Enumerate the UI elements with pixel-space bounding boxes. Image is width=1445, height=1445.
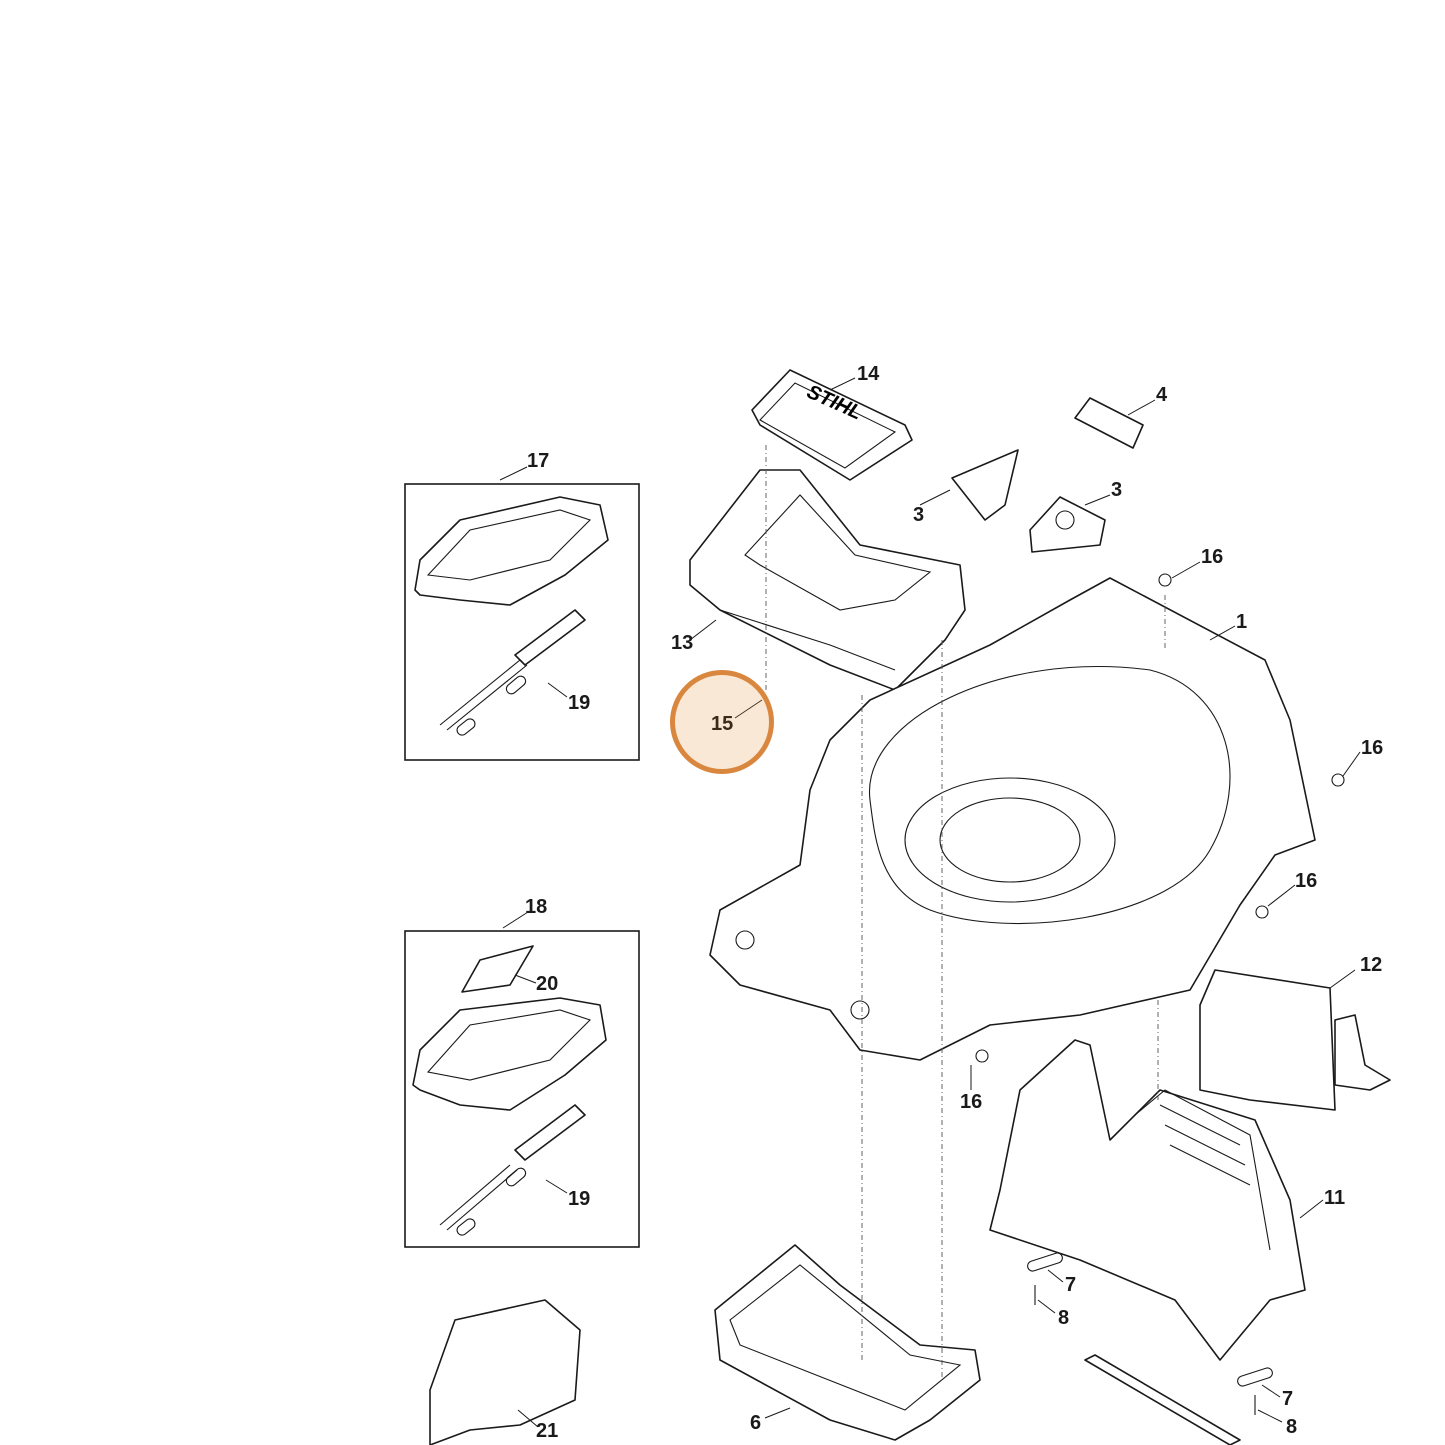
callout-16-right[interactable]: 16 bbox=[1361, 737, 1384, 759]
callout-7-upper[interactable]: 7 bbox=[1065, 1274, 1077, 1296]
part-blade-strip[interactable] bbox=[1084, 1354, 1241, 1445]
callout-16-mid[interactable]: 16 bbox=[1295, 870, 1318, 892]
assembly-lines bbox=[765, 445, 1166, 1380]
fasteners bbox=[975, 573, 1345, 1415]
leader-lines bbox=[499, 377, 1361, 1428]
callout-19-top[interactable]: 19 bbox=[568, 692, 591, 714]
callout-12[interactable]: 12 bbox=[1360, 954, 1383, 976]
callout-11[interactable]: 11 bbox=[1324, 1187, 1346, 1209]
part-14-badge[interactable]: STIHL bbox=[751, 369, 913, 481]
part-12-flap[interactable] bbox=[1199, 969, 1391, 1111]
callout-8-upper[interactable]: 8 bbox=[1058, 1307, 1070, 1329]
callout-7-lower[interactable]: 7 bbox=[1282, 1388, 1294, 1410]
callout-14[interactable]: 14 bbox=[857, 363, 880, 385]
part-4-rectangle[interactable] bbox=[1074, 397, 1144, 449]
highlight-label-15: 15 bbox=[711, 713, 734, 735]
callout-3-left[interactable]: 3 bbox=[913, 504, 925, 526]
part-11-chute[interactable] bbox=[989, 1039, 1306, 1361]
part-3-cover[interactable] bbox=[1029, 496, 1106, 553]
callout-19-bottom[interactable]: 19 bbox=[568, 1188, 591, 1210]
inset-17-handle-kit[interactable] bbox=[404, 483, 640, 761]
callout-20[interactable]: 20 bbox=[536, 973, 559, 995]
callout-16-top[interactable]: 16 bbox=[1201, 546, 1224, 568]
callout-8-lower[interactable]: 8 bbox=[1286, 1416, 1298, 1438]
callout-17[interactable]: 17 bbox=[527, 450, 550, 472]
callout-21[interactable]: 21 bbox=[536, 1420, 559, 1442]
callout-18[interactable]: 18 bbox=[525, 896, 548, 918]
part-13-handle-housing[interactable] bbox=[689, 469, 966, 691]
inset-18-handle-kit[interactable] bbox=[404, 930, 640, 1248]
callout-3-right[interactable]: 3 bbox=[1111, 479, 1123, 501]
part-1-deck[interactable] bbox=[709, 577, 1316, 1061]
highlight-part-15[interactable] bbox=[670, 670, 774, 774]
callout-4[interactable]: 4 bbox=[1156, 384, 1168, 406]
part-21-catcher[interactable] bbox=[429, 1299, 581, 1445]
callout-16-bottom[interactable]: 16 bbox=[960, 1091, 983, 1113]
callout-6[interactable]: 6 bbox=[750, 1412, 762, 1434]
callout-13[interactable]: 13 bbox=[671, 632, 694, 654]
callout-1[interactable]: 1 bbox=[1236, 611, 1248, 633]
part-3-triangle[interactable] bbox=[951, 449, 1019, 521]
part-6-front-panel[interactable] bbox=[714, 1244, 981, 1441]
